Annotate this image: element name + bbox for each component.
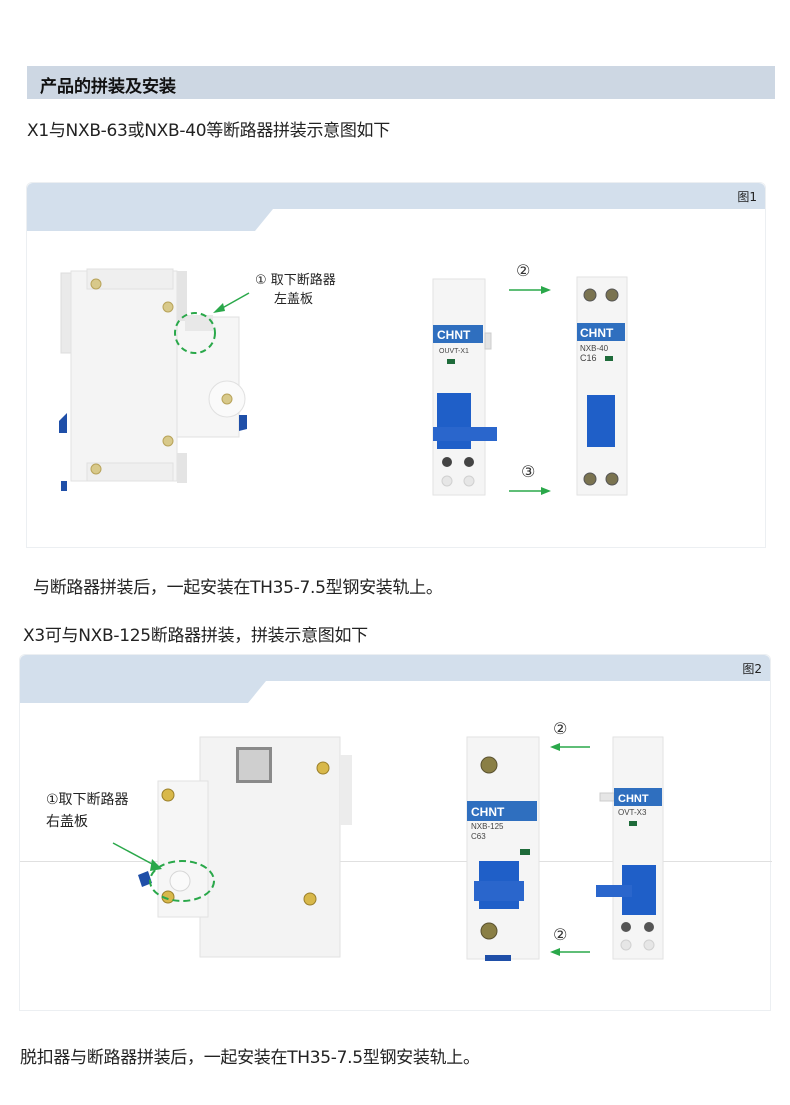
figure1-illustration: CHNT OUVT-X1 CHNT NXB-40 C16	[59, 268, 628, 496]
device-nxb-40: CHNT NXB-40 C16	[576, 276, 628, 496]
callout-line-2: 右盖板	[46, 814, 88, 830]
svg-text:CHNT: CHNT	[471, 805, 505, 819]
device-nxb-125: CHNT NXB-125 C63	[466, 736, 540, 961]
svg-text:C63: C63	[471, 832, 486, 841]
step-3-marker: ③	[521, 462, 536, 481]
callout-line-1: ①取下断路器	[46, 792, 129, 808]
breaker-side-view-nxb125	[112, 736, 352, 958]
figure1-panel: 图1 CHNT	[26, 182, 766, 548]
step-2-marker: ②	[516, 261, 531, 280]
breaker-side-view	[59, 268, 250, 491]
step-2-bottom-marker: ②	[553, 925, 568, 944]
figure2-label: 图2	[742, 662, 762, 676]
svg-text:OUVT-X1: OUVT-X1	[439, 348, 469, 355]
intro-x1-text: X1与NXB-63或NXB-40等断路器拼装示意图如下	[27, 121, 390, 141]
figure1-callout: ① 取下断路器 左盖板	[255, 271, 336, 309]
svg-text:C16: C16	[580, 353, 597, 363]
svg-text:OVT-X3: OVT-X3	[618, 808, 647, 817]
svg-text:NXB-125: NXB-125	[471, 822, 504, 831]
device-ouvt-x1: CHNT OUVT-X1	[432, 278, 497, 496]
figure2-callout: ①取下断路器 右盖板	[46, 789, 129, 833]
step-2-top-marker: ②	[553, 719, 568, 738]
section-header: 产品的拼装及安装	[27, 66, 775, 99]
svg-text:CHNT: CHNT	[437, 328, 471, 342]
figure2-illustration: CHNT NXB-125 C63 CHNT OVT-X3	[112, 736, 664, 961]
svg-text:CHNT: CHNT	[580, 326, 614, 340]
intro-x3-text: X3可与NXB-125断路器拼装，拼装示意图如下	[23, 626, 368, 646]
note-after-figure2: 脱扣器与断路器拼装后，一起安装在TH35-7.5型钢安装轨上。	[20, 1048, 480, 1068]
svg-text:CHNT: CHNT	[618, 793, 649, 805]
svg-text:NXB-40: NXB-40	[580, 344, 609, 353]
section-title: 产品的拼装及安装	[40, 77, 176, 97]
background-divider-line	[20, 861, 772, 862]
figure1-label: 图1	[737, 190, 757, 204]
callout-line-1: ① 取下断路器	[255, 273, 336, 288]
note-after-figure1: 与断路器拼装后，一起安装在TH35-7.5型钢安装轨上。	[33, 578, 443, 598]
figure2-panel: 图2 CHNT NXB-125 C63	[19, 654, 772, 1011]
callout-line-2: 左盖板	[274, 292, 314, 307]
device-ovt-x3: CHNT OVT-X3	[596, 736, 664, 960]
